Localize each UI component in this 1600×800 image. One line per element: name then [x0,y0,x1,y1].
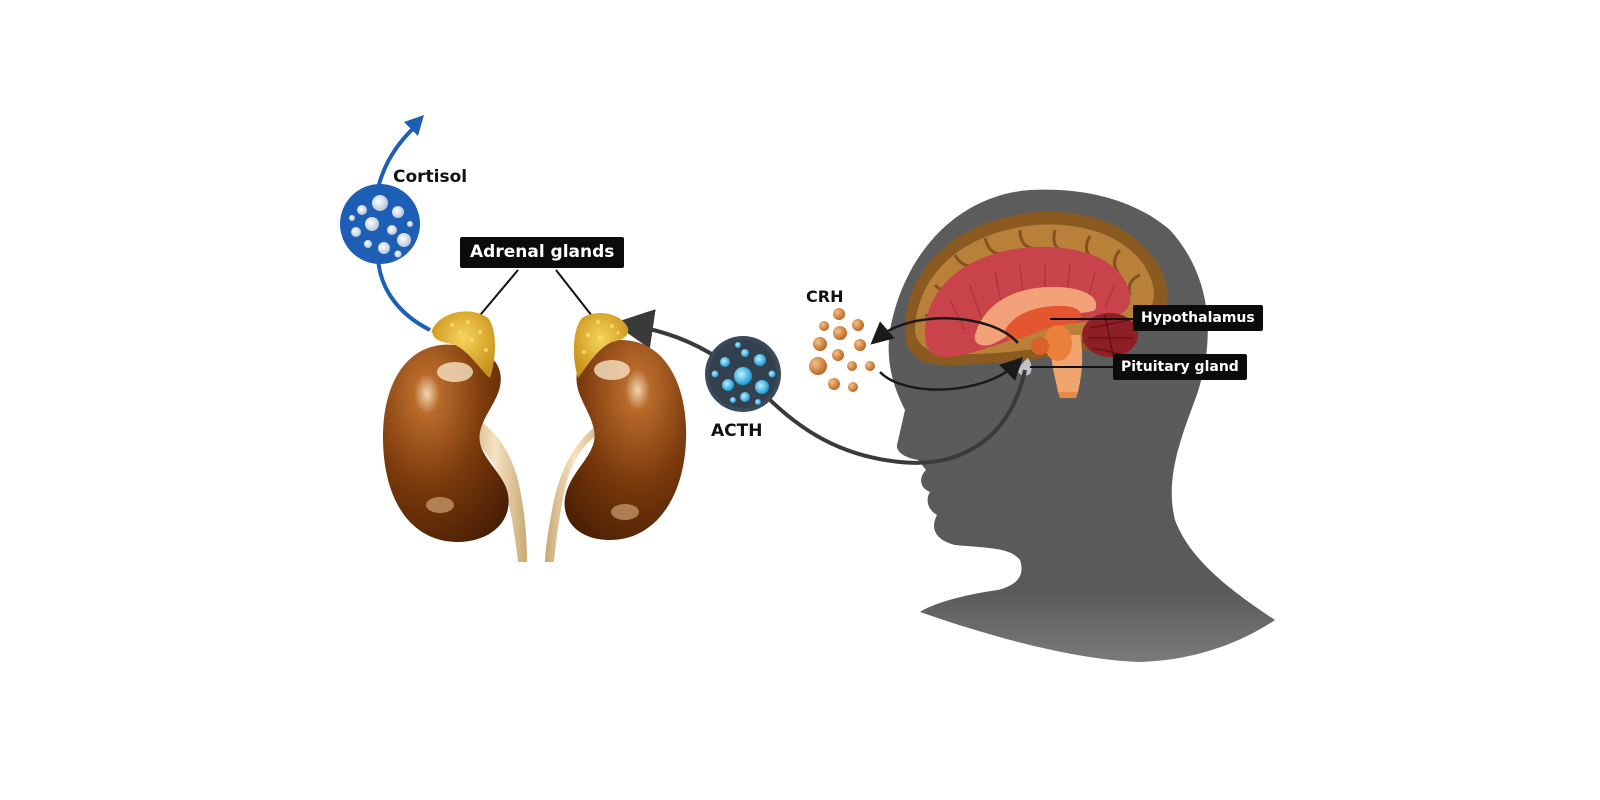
cortisol-molecule-icon [340,184,420,264]
crh-label: CRH [806,287,844,306]
hypothalamus-label: Hypothalamus [1133,305,1263,331]
arrow-acth-to-adrenal [613,309,720,360]
kidney-icon [382,339,687,562]
arrow-adrenal-to-cortisol [376,257,431,332]
adrenal-connector-right [555,269,593,317]
adrenal-gland-icon [432,311,629,378]
adrenal-connector-left [475,269,519,321]
acth-molecule-icon [705,336,781,412]
crh-particles-icon [809,308,875,392]
pituitary-gland-label: Pituitary gland [1113,354,1247,380]
arrow-hypothalamus-to-crh [870,317,1019,345]
arrow-crh-to-pituitary [879,356,1024,391]
adrenal-glands-label: Adrenal glands [460,237,625,268]
arrowhead-cortisol-icon [404,115,424,136]
cortisol-label: Cortisol [393,167,468,187]
arrow-pituitary-to-acth [763,369,1027,465]
acth-label: ACTH [711,421,763,441]
